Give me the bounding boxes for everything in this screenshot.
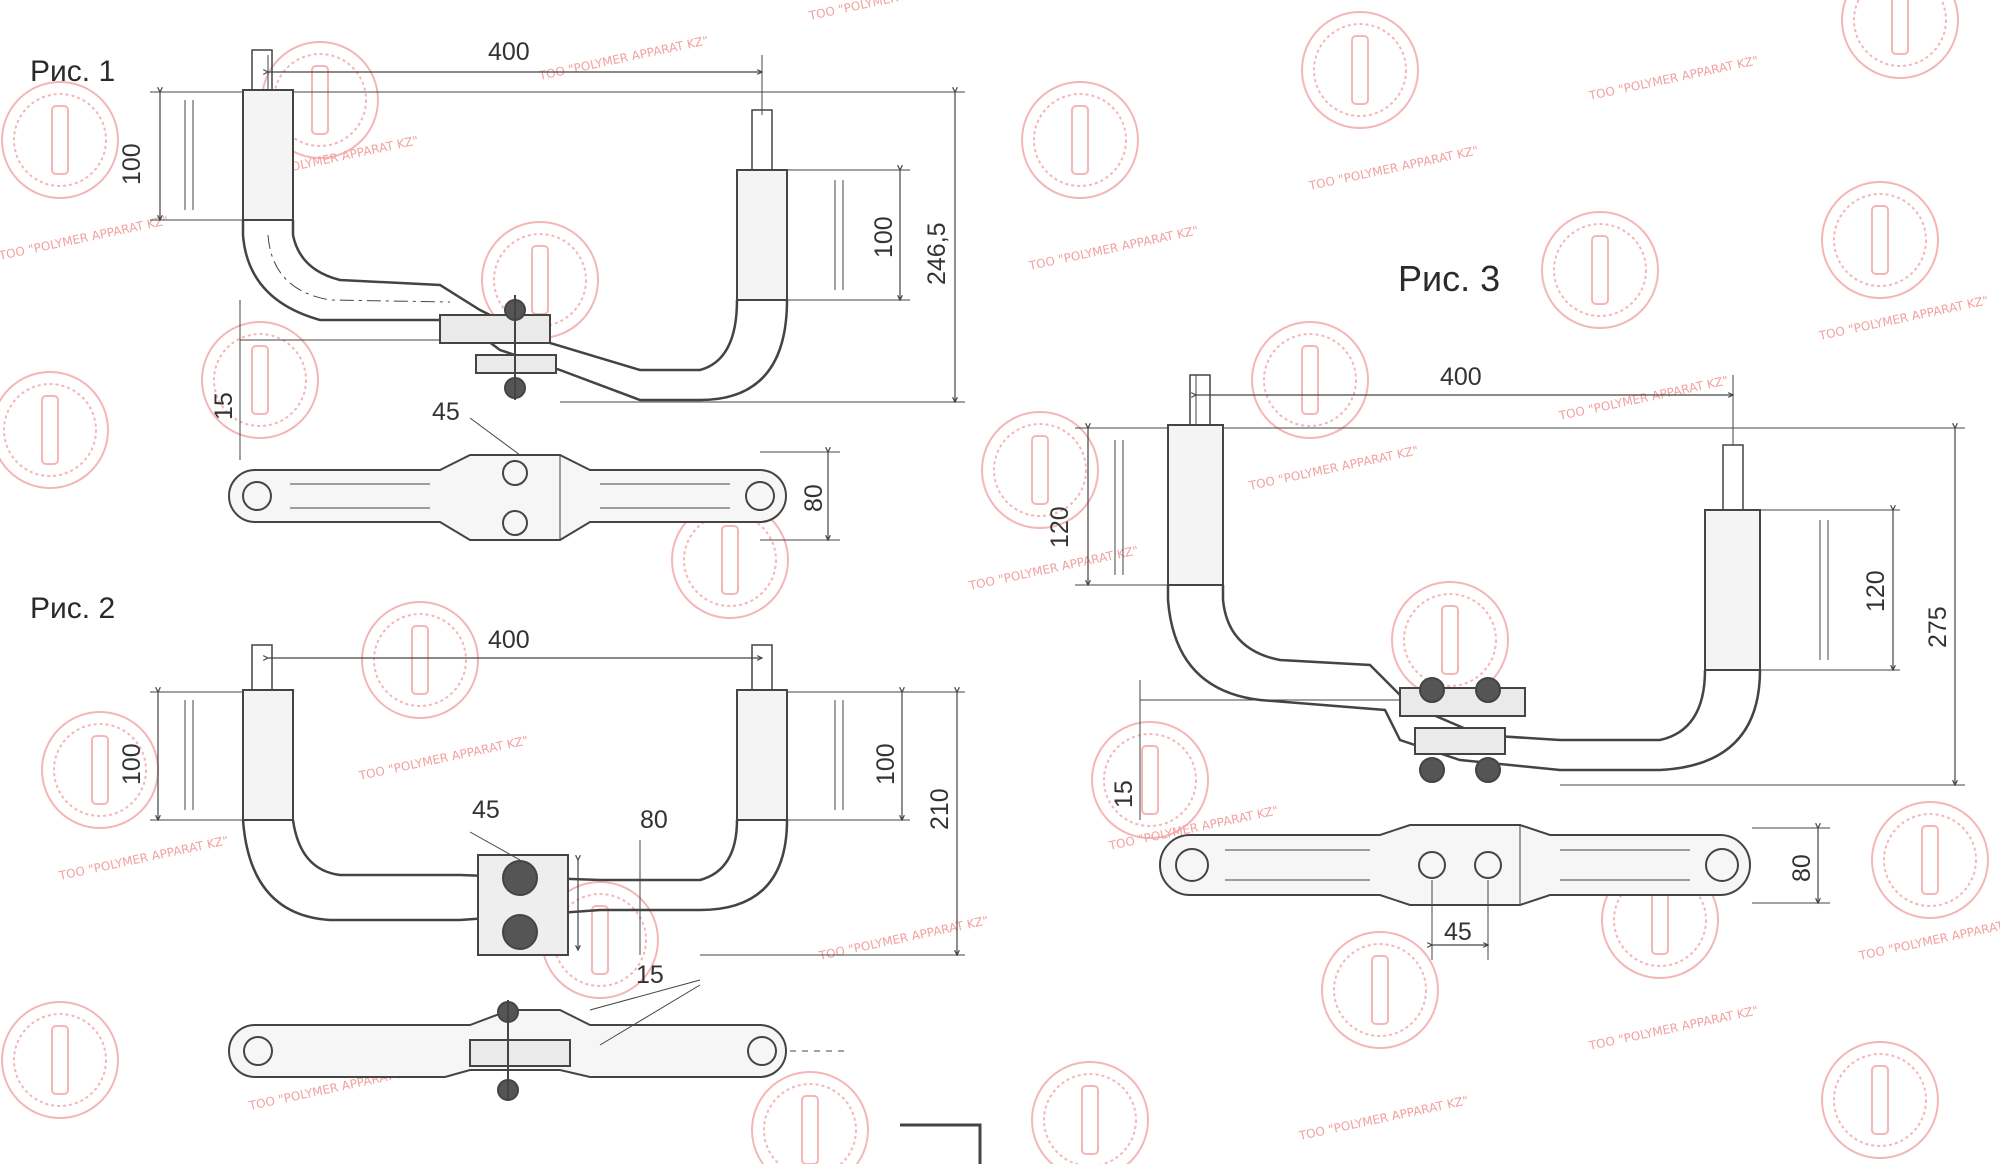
watermark-text: TOO "POLYMER APPARAT KZ" — [1587, 1003, 1760, 1053]
watermark-text: TOO "POLYMER APPARAT KZ" — [1297, 1093, 1470, 1143]
fig1-total-height-dim: 246,5 — [923, 222, 951, 285]
watermark-text: TOO "POLYMER APPARAT KZ" — [1817, 293, 1990, 343]
figure-2-dimensions: 400 100 100 210 45 80 15 — [118, 626, 954, 989]
fig2-span-dim: 400 — [488, 626, 530, 654]
fig2-clamp-width-dim: 80 — [640, 806, 668, 834]
fig3-span-dim: 400 — [1440, 363, 1482, 391]
fig2-right-height-dim: 100 — [872, 743, 900, 785]
fig2-bolt-spacing-dim: 45 — [472, 796, 500, 824]
fig2-offset-dim: 15 — [636, 961, 664, 989]
watermark-text: TOO "POLYMER APPARAT KZ" — [967, 543, 1140, 593]
fig1-left-height-dim: 100 — [118, 143, 146, 185]
watermark-text: TOO "POLYMER APPARAT KZ" — [357, 733, 530, 783]
figure-3 — [1075, 374, 1965, 960]
fig1-bolt-spacing-dim: 45 — [432, 398, 460, 426]
watermark-text: TOO "POLYMER APPARAT KZ" — [1587, 53, 1760, 103]
fig2-total-height-dim: 210 — [926, 788, 954, 830]
watermark-text: TOO "POLYMER APPARAT KZ" — [807, 0, 980, 23]
fig1-offset-dim: 15 — [210, 392, 238, 420]
fig1-clamp-width-dim: 80 — [800, 484, 828, 512]
fig1-right-height-dim: 100 — [870, 216, 898, 258]
figure-2 — [150, 644, 982, 1164]
watermark-text: TOO "POLYMER APPARAT KZ" — [1307, 143, 1480, 193]
watermark-text: TOO "POLYMER APPARAT KZ" — [537, 33, 710, 83]
fig3-bolt-spacing-dim: 45 — [1444, 918, 1472, 946]
fig3-offset-dim: 15 — [1110, 780, 1138, 808]
figure-1-dimensions: 400 100 100 246,5 15 45 80 — [118, 38, 951, 512]
figure-3-dimensions: 400 120 120 275 15 80 45 — [1046, 363, 1952, 946]
watermark-text: TOO "POLYMER APPARAT KZ" — [1557, 373, 1730, 423]
watermark-text: TOO "POLYMER APPARAT KZ" — [1027, 223, 1200, 273]
watermark-text: TOO "POLYMER APPARAT KZ" — [1857, 913, 2000, 963]
watermark-text: TOO "POLYMER APPARAT KZ" — [0, 213, 170, 263]
figure-1 — [150, 49, 965, 540]
figure-2-label: Рис. 2 — [30, 592, 116, 625]
figure-3-label: Рис. 3 — [1398, 258, 1501, 299]
watermark-text: TOO "POLYMER APPARAT KZ" — [1247, 443, 1420, 493]
watermark-text: TOO "POLYMER APPARAT KZ" — [57, 833, 230, 883]
fig1-span-dim: 400 — [488, 38, 530, 66]
fig3-total-height-dim: 275 — [1924, 606, 1952, 648]
fig3-right-height-dim: 120 — [1862, 570, 1890, 612]
fig3-clamp-width-dim: 80 — [1788, 854, 1816, 882]
watermark-text: TOO "POLYMER APPARAT KZ" — [817, 913, 990, 963]
fig2-left-height-dim: 100 — [118, 743, 146, 785]
fig3-left-height-dim: 120 — [1046, 506, 1074, 548]
